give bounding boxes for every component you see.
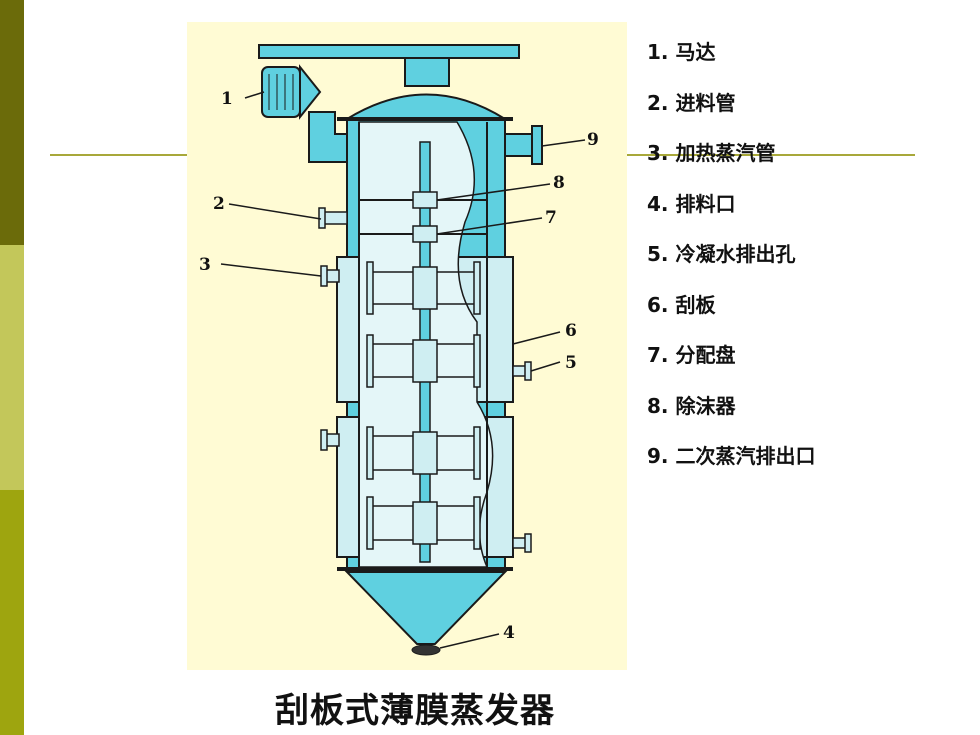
distributor-plate: [359, 225, 487, 243]
leader-line-1: [244, 91, 265, 99]
callout-6: 6: [565, 321, 577, 341]
motor-bracket: [258, 44, 520, 59]
legend-item: 9. 二次蒸汽排出口: [647, 444, 816, 468]
legend-item: 7. 分配盘: [647, 343, 736, 367]
motor: [261, 64, 322, 120]
evaporator-diagram: 1 2 3 4 5 6 7 8 9: [187, 22, 627, 670]
leader-line-7: [436, 217, 543, 235]
demister: [359, 191, 487, 209]
leader-line-3: [220, 263, 322, 277]
sidebar-band-top: [0, 0, 24, 245]
divider-line-left: [50, 154, 187, 156]
bottom-cone: [344, 571, 508, 645]
callout-9: 9: [587, 130, 599, 150]
legend-item: 6. 刮板: [647, 292, 716, 317]
legend-item: 1. 马达: [647, 40, 716, 64]
legend-item: 5. 冷凝水排出孔: [647, 242, 796, 266]
leader-line-2: [228, 203, 322, 220]
callout-2: 2: [213, 194, 225, 214]
sidebar-band-middle: [0, 245, 24, 490]
scraper-blades: [366, 261, 481, 550]
leader-line-5: [530, 361, 561, 372]
slide-title: 刮板式薄膜蒸发器: [275, 691, 555, 731]
callout-5: 5: [565, 353, 577, 373]
callout-4: 4: [503, 623, 515, 643]
discharge-outlet: [411, 644, 441, 656]
legend-item: 8. 除沫器: [647, 393, 736, 418]
callout-8: 8: [553, 173, 565, 193]
side-nozzles: [318, 207, 532, 553]
legend-item: 4. 排料口: [647, 191, 736, 216]
legend-item: 3. 加热蒸汽管: [647, 141, 776, 165]
leader-line-4: [439, 633, 500, 649]
top-dome: [343, 93, 509, 120]
callout-1: 1: [221, 89, 233, 109]
leader-line-8: [436, 183, 551, 201]
leader-line-9: [541, 139, 586, 147]
sidebar-band-bottom: [0, 490, 24, 735]
divider-line-right: [627, 154, 915, 156]
top-neck: [404, 57, 450, 87]
legend-item: 2. 进料管: [647, 90, 736, 115]
callout-3: 3: [199, 255, 211, 275]
parts-legend: 1. 马达 2. 进料管 3. 加热蒸汽管 4. 排料口 5. 冷凝水排出孔 6…: [647, 40, 815, 495]
leader-line-6: [512, 331, 561, 345]
callout-7: 7: [545, 208, 557, 228]
